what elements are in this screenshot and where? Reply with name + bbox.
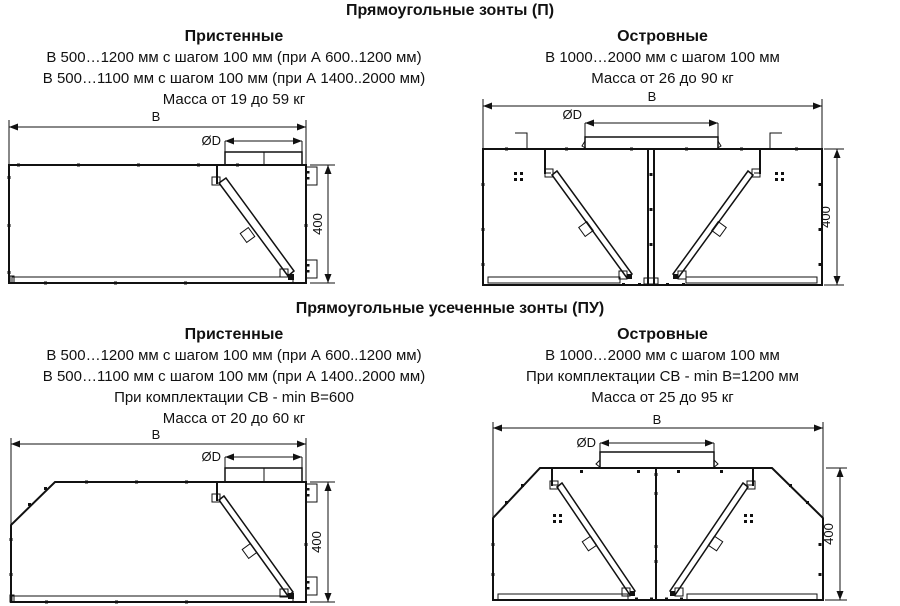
spec-block-p-island: Островные В 1000…2000 мм с шагом 100 мм … (445, 26, 880, 89)
height-dimension: 400 (821, 467, 847, 601)
wall-bracket (305, 166, 318, 186)
hood-body (7, 163, 308, 285)
height-label: 400 (818, 206, 833, 228)
hood-body (9, 480, 308, 604)
width-label: В (648, 89, 657, 104)
drip-tray (9, 275, 294, 284)
width-dimension: В (492, 413, 824, 518)
hanger-hook (769, 132, 782, 149)
grease-filter (668, 480, 756, 597)
width-dimension: В (10, 428, 307, 525)
section-title-pu: Прямоугольные усеченные зонты (ПУ) (295, 300, 605, 317)
spec-line: При комплектации СВ - min B=600 (114, 389, 354, 406)
height-dimension: 400 (818, 148, 844, 286)
spec-line: Масса от 25 до 95 кг (591, 389, 734, 406)
duct-label: ØD (202, 133, 222, 148)
width-label: В (653, 413, 662, 427)
drip-tray (487, 276, 818, 284)
wall-bracket (305, 483, 318, 503)
drip-tray (9, 594, 294, 603)
perforation-dots (553, 514, 562, 523)
duct-collar (224, 151, 303, 166)
duct-collar (581, 136, 722, 150)
perforation-dots (514, 172, 523, 181)
grease-filter (671, 168, 761, 280)
spec-line: В 500…1200 мм с шагом 100 мм (при А 600.… (46, 347, 422, 364)
wall-bracket (305, 576, 318, 596)
height-label: 400 (310, 213, 325, 235)
height-label: 400 (309, 531, 324, 553)
width-label: В (152, 428, 161, 442)
spec-line: В 1000…2000 мм с шагом 100 мм (545, 347, 780, 364)
duct-dimension: ØD (563, 107, 719, 137)
spec-line: Масса от 20 до 60 кг (162, 410, 306, 427)
duct-collar (595, 451, 719, 469)
hanger-hook (515, 132, 528, 149)
duct-dimension: ØD (202, 449, 303, 468)
spec-block-pu-island: Островные В 1000…2000 мм с шагом 100 мм … (445, 324, 880, 408)
spec-line: Масса от 19 до 59 кг (162, 91, 306, 108)
drip-tray (497, 593, 818, 601)
grease-filter (211, 176, 296, 280)
duct-label: ØD (563, 107, 583, 122)
duct-dimension: ØD (202, 133, 303, 152)
wall-bracket (305, 259, 318, 279)
center-divider (654, 467, 658, 601)
hood-body (481, 147, 823, 286)
duct-collar (224, 467, 303, 483)
spec-block-pu-wall: Пристенные В 500…1200 мм с шагом 100 мм … (10, 324, 458, 429)
section-title-p: Прямоугольные зонты (П) (345, 2, 555, 19)
height-dimension: 400 (310, 164, 335, 284)
spec-line: В 500…1100 мм с шагом 100 мм (при А 1400… (42, 70, 426, 87)
spec-line: В 500…1100 мм с шагом 100 мм (при А 1400… (42, 368, 426, 385)
spec-line: При комплектации СВ - min B=1200 мм (526, 368, 799, 385)
drawing-p-island: В ØD (481, 89, 844, 286)
drawing-p-wall: В ØD (7, 109, 335, 285)
spec-block-p-wall: Пристенные В 500…1200 мм с шагом 100 мм … (10, 26, 458, 110)
grease-filter (211, 493, 295, 599)
spec-heading-pu-wall: Пристенные (184, 326, 284, 343)
spec-line: В 500…1200 мм с шагом 100 мм (при А 600.… (46, 49, 422, 66)
center-divider (643, 148, 659, 286)
duct-label: ØD (202, 449, 222, 464)
hood-body (491, 467, 824, 601)
spec-line: Масса от 26 до 90 кг (591, 70, 734, 87)
spec-heading-p-island: Островные (617, 28, 708, 45)
width-dimension: В (8, 109, 307, 165)
width-label: В (152, 109, 161, 124)
width-dimension: В (482, 89, 823, 149)
perforation-dots (775, 172, 784, 181)
spec-heading-p-wall: Пристенные (184, 28, 284, 45)
drawing-pu-wall: В ØD (9, 428, 335, 604)
duct-label: ØD (577, 435, 597, 450)
perforation-dots (744, 514, 753, 523)
spec-heading-pu-island: Островные (617, 326, 708, 343)
spec-line: В 1000…2000 мм с шагом 100 мм (545, 49, 780, 66)
duct-dimension: ØD (577, 435, 715, 452)
grease-filter (544, 168, 634, 280)
drawing-pu-island: В ØD (491, 413, 847, 601)
height-dimension: 400 (309, 481, 335, 603)
height-label: 400 (821, 523, 836, 545)
grease-filter (549, 480, 637, 597)
